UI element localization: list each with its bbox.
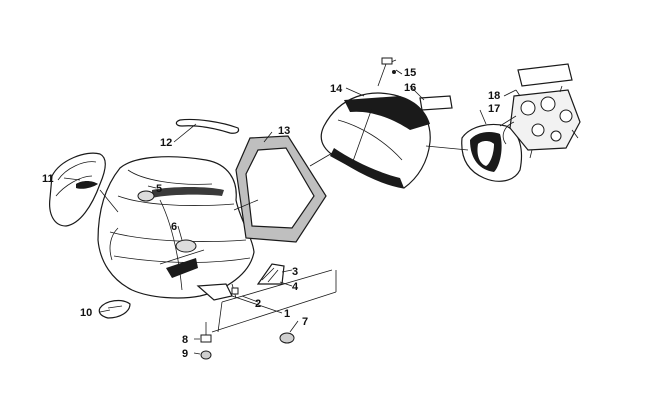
callout-17: 17 [488,103,500,115]
leader-lines [63,69,517,355]
part-11-side-vent [49,152,106,227]
callout-6: 6 [171,221,177,233]
part-10-chin-vent [98,299,131,319]
callout-11: 11 [42,173,54,185]
part-8-fastener [200,322,212,343]
callout-13: 13 [278,125,290,137]
part-7-grommet [279,332,295,344]
callout-9: 9 [182,348,188,360]
part-15-sensor [377,57,397,87]
part-3-4-louvre [256,263,285,285]
callout-5: 5 [156,183,162,195]
alignment-lines [99,115,517,213]
part-13-foam-seal [235,135,327,243]
callout-15: 15 [404,67,416,79]
callout-10: 10 [80,307,92,319]
callout-3: 3 [292,266,298,278]
part-17-duct-boot [461,123,523,182]
assembly-bracket-line [211,269,337,333]
part-18-throttle-assembly [502,63,581,159]
part-2-screw [231,283,239,299]
part-14-air-box [320,92,431,189]
part-9-nut [200,350,212,360]
callout-8: 8 [182,334,188,346]
part-16-cover [419,95,453,111]
callout-12: 12 [160,137,172,149]
callout-14: 14 [330,83,343,95]
callout-1: 1 [284,308,290,320]
part-12-seal-strip [175,118,240,134]
callout-2: 2 [255,298,261,310]
callout-4: 4 [292,281,299,293]
callout-16: 16 [404,82,416,94]
hood-body [97,156,255,301]
callout-18: 18 [488,90,500,102]
callout-7: 7 [302,316,308,328]
